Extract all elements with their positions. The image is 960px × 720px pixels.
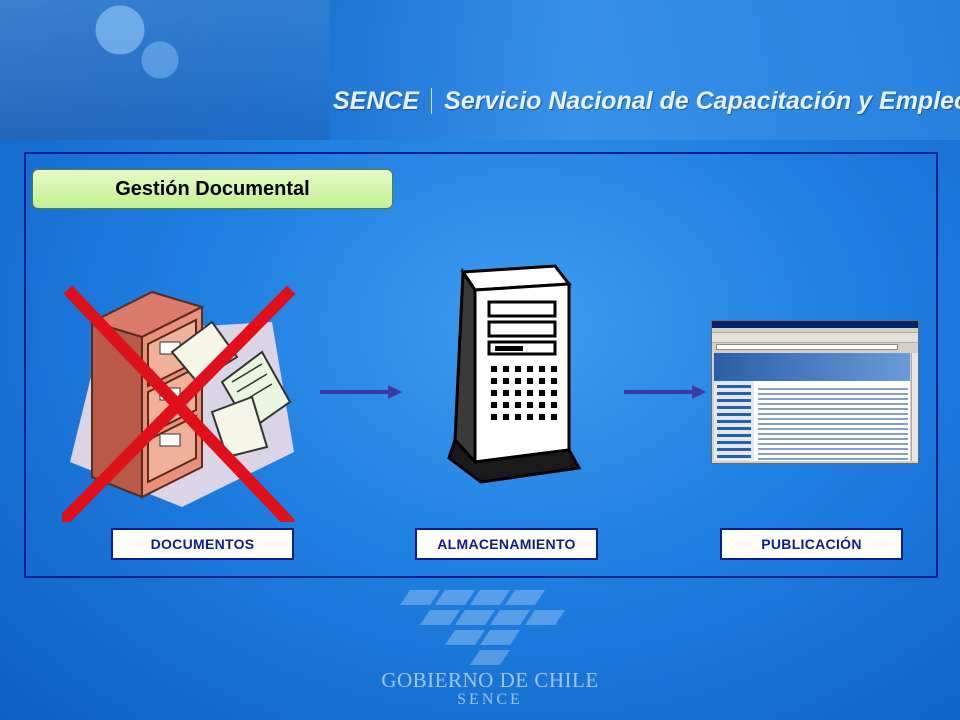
filing-cabinet-icon — [62, 285, 296, 522]
brand-full: Servicio Nacional de Capacitación y Empl… — [444, 86, 960, 115]
brand-header: SENCE Servicio Nacional de Capacitación … — [333, 84, 960, 118]
header-photo — [0, 0, 330, 140]
paper-3 — [210, 395, 269, 459]
server-tower-icon — [447, 264, 582, 484]
brand-separator — [431, 88, 433, 114]
footer-line2: SENCE — [457, 691, 523, 708]
diagram-frame — [24, 152, 938, 578]
node-label-almacenamiento: ALMACENAMIENTO — [415, 528, 598, 560]
diagram-title: Gestión Documental — [32, 169, 393, 209]
web-browser-icon — [711, 320, 919, 464]
cross-line-2 — [62, 285, 296, 522]
footer: GOBIERNO DE CHILE SENCE — [340, 668, 640, 709]
government-logo-icon — [400, 590, 565, 665]
brand-short: SENCE — [333, 86, 420, 115]
drawer-3 — [147, 414, 197, 484]
arrow-documentos-almacenamiento — [320, 385, 402, 399]
footer-line1: GOBIERNO DE CHILE — [381, 668, 599, 692]
node-label-publicacion: PUBLICACIÓN — [720, 528, 903, 560]
node-label-documentos: DOCUMENTOS — [111, 528, 294, 560]
arrow-almacenamiento-publicacion — [624, 385, 706, 399]
drawer-3-label — [159, 433, 181, 447]
